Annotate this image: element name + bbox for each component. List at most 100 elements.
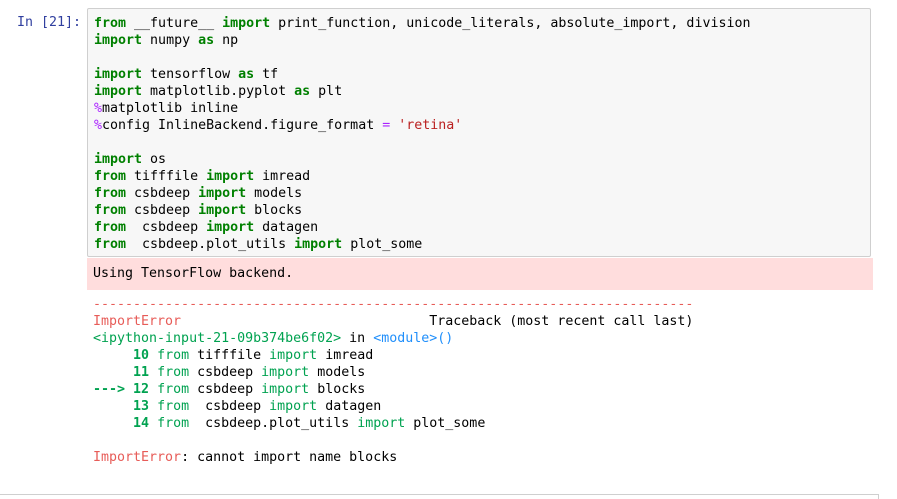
code-line: %config InlineBackend.figure_format = 'r… xyxy=(94,117,750,134)
code-token: from xyxy=(94,220,127,235)
code-token: tifffile xyxy=(126,169,207,184)
next-cell-border-corner xyxy=(878,494,879,499)
code-line: from csbdeep import models xyxy=(94,185,750,202)
code-token: <ipython-input-21-09b374be6f02> xyxy=(93,331,342,346)
code-token: as xyxy=(294,84,311,99)
code-token: import xyxy=(269,399,318,414)
code-token: tf xyxy=(254,67,279,82)
code-token: csbdeep xyxy=(189,399,270,414)
code-token: csbdeep.plot_utils xyxy=(126,237,295,252)
code-token: = xyxy=(382,118,391,133)
code-line: from __future__ import print_function, u… xyxy=(94,15,750,32)
code-editor[interactable]: from __future__ import print_function, u… xyxy=(94,15,750,253)
code-token: ImportError xyxy=(93,450,182,465)
stderr-output: Using TensorFlow backend. xyxy=(87,258,873,290)
code-line: from csbdeep import datagen xyxy=(94,219,750,236)
code-token: models xyxy=(309,365,366,380)
code-token: from xyxy=(157,399,190,414)
code-token: from xyxy=(157,348,190,363)
code-token: plot_some xyxy=(342,237,423,252)
code-token: from xyxy=(94,16,127,31)
code-token: as xyxy=(198,33,215,48)
code-token: print_function, unicode_literals, absolu… xyxy=(270,16,751,31)
code-token: from xyxy=(94,237,127,252)
traceback-line: 13 from csbdeep import datagen xyxy=(93,398,693,415)
traceback-line: ----------------------------------------… xyxy=(93,296,693,313)
code-token: from xyxy=(94,169,127,184)
code-token xyxy=(149,416,157,431)
code-token: ---> 12 xyxy=(93,382,150,397)
code-token: import xyxy=(94,84,143,99)
traceback-line: ImportError Traceback (most recent call … xyxy=(93,313,693,330)
code-line: %matplotlib inline xyxy=(94,100,750,117)
traceback-line xyxy=(93,432,693,449)
code-token: % xyxy=(94,118,103,133)
code-token: csbdeep xyxy=(126,220,207,235)
traceback-line: <ipython-input-21-09b374be6f02> in <modu… xyxy=(93,330,693,347)
code-token: csbdeep xyxy=(189,382,262,397)
code-token xyxy=(93,416,133,431)
code-token: config InlineBackend.figure_format xyxy=(102,118,383,133)
code-token: () xyxy=(437,331,454,346)
code-token: models xyxy=(246,186,303,201)
code-token: 11 xyxy=(133,365,150,380)
code-token: 13 xyxy=(133,399,150,414)
code-token: Traceback (most recent call last) xyxy=(181,314,694,329)
code-token xyxy=(149,348,157,363)
code-token: import xyxy=(94,67,143,82)
code-token: blocks xyxy=(246,203,303,218)
code-token xyxy=(93,399,133,414)
code-token: import xyxy=(261,365,310,380)
code-token: import xyxy=(357,416,406,431)
next-cell-border xyxy=(0,494,878,495)
code-token: numpy xyxy=(142,33,199,48)
code-line xyxy=(94,134,750,151)
code-token: datagen xyxy=(317,399,382,414)
code-token: matplotlib inline xyxy=(102,101,239,116)
code-token: np xyxy=(214,33,239,48)
error-traceback: ----------------------------------------… xyxy=(93,296,693,466)
code-token: from xyxy=(157,416,190,431)
traceback-line: ---> 12 from csbdeep import blocks xyxy=(93,381,693,398)
code-token: from xyxy=(157,365,190,380)
code-token: csbdeep xyxy=(126,203,199,218)
code-token xyxy=(149,399,157,414)
code-token: in xyxy=(341,331,374,346)
code-token: plt xyxy=(310,84,343,99)
code-token: imread xyxy=(317,348,374,363)
code-token: import xyxy=(206,220,255,235)
code-token: tensorflow xyxy=(142,67,239,82)
traceback-line: 11 from csbdeep import models xyxy=(93,364,693,381)
code-token: plot_some xyxy=(405,416,486,431)
code-token: import xyxy=(206,169,255,184)
code-token: os xyxy=(142,152,167,167)
code-token: csbdeep xyxy=(189,365,262,380)
code-token xyxy=(149,365,157,380)
code-token: csbdeep.plot_utils xyxy=(189,416,358,431)
code-token: 'retina' xyxy=(398,118,463,133)
traceback-line: 14 from csbdeep.plot_utils import plot_s… xyxy=(93,415,693,432)
code-token: from xyxy=(94,186,127,201)
code-token xyxy=(149,382,157,397)
code-cell-input[interactable]: from __future__ import print_function, u… xyxy=(87,8,871,257)
code-token: 14 xyxy=(133,416,150,431)
code-token: import xyxy=(294,237,343,252)
code-token xyxy=(93,348,133,363)
code-line xyxy=(94,49,750,66)
code-token: % xyxy=(94,101,103,116)
stderr-text: Using TensorFlow backend. xyxy=(93,266,294,281)
code-token: import xyxy=(269,348,318,363)
code-token: <module> xyxy=(373,331,438,346)
code-token: tifffile xyxy=(189,348,270,363)
code-token: csbdeep xyxy=(126,186,199,201)
code-token: import xyxy=(198,203,247,218)
code-line: import tensorflow as tf xyxy=(94,66,750,83)
code-token: ImportError xyxy=(93,314,182,329)
code-line: from csbdeep import blocks xyxy=(94,202,750,219)
code-token xyxy=(93,365,133,380)
code-token: blocks xyxy=(309,382,366,397)
input-prompt: In [21]: xyxy=(17,15,82,30)
code-token: matplotlib.pyplot xyxy=(142,84,295,99)
code-token: imread xyxy=(254,169,311,184)
code-line: import os xyxy=(94,151,750,168)
